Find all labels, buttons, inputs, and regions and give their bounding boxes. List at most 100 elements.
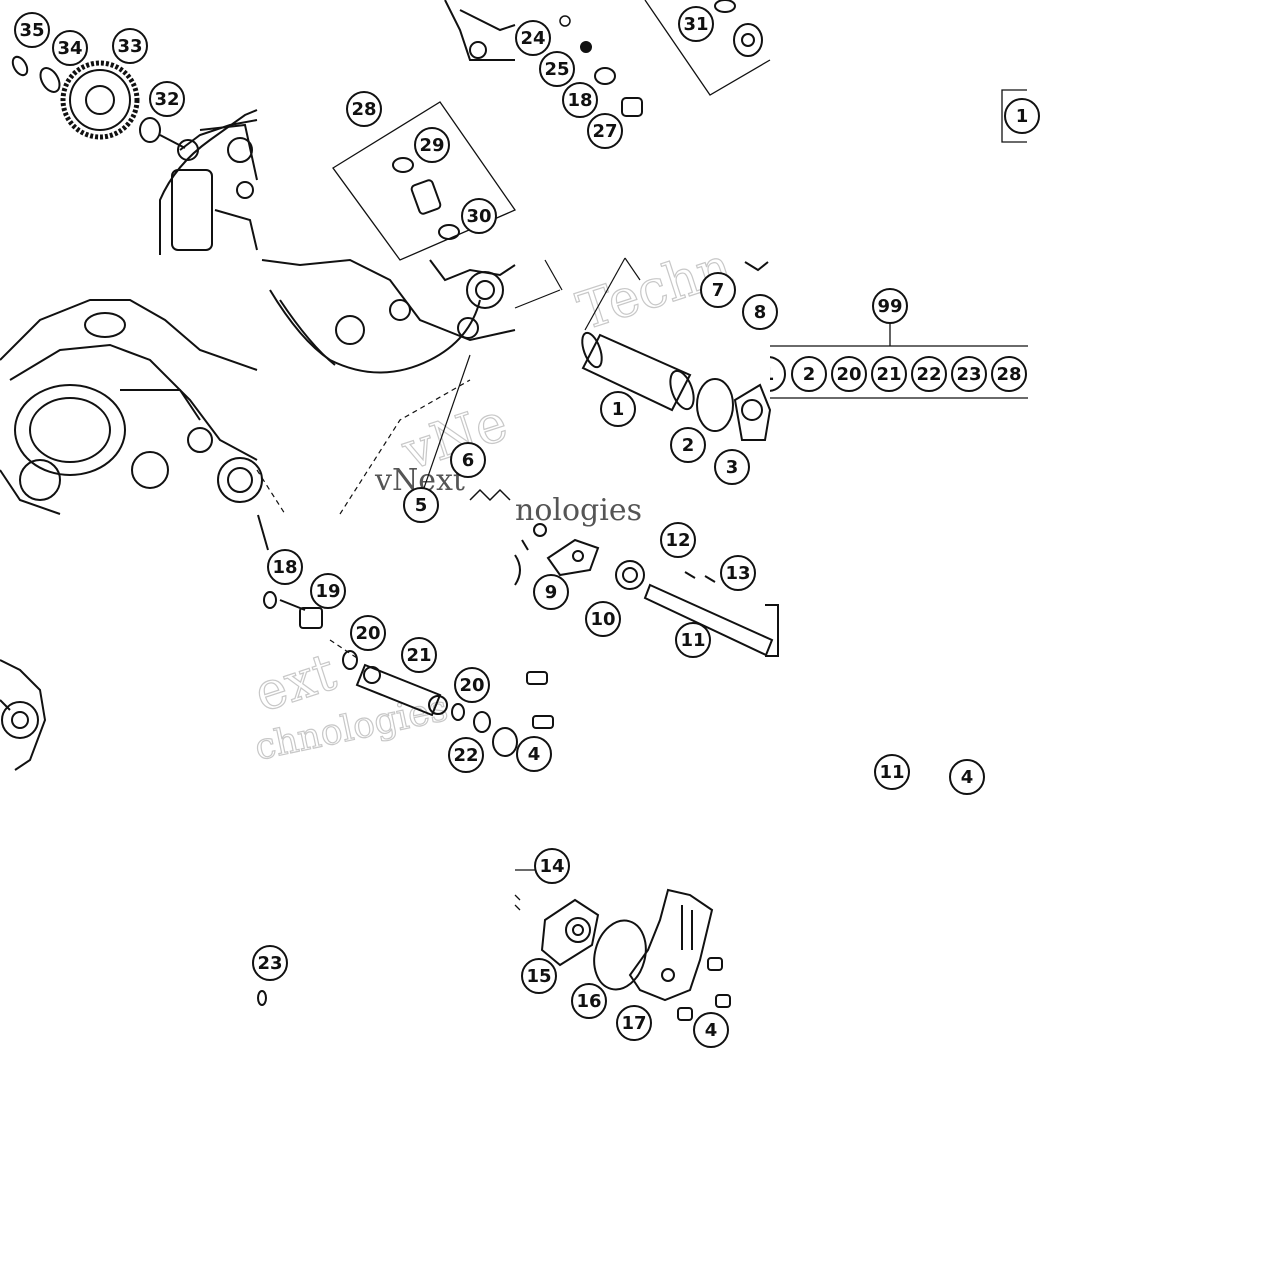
part-callout: 1 — [600, 391, 636, 427]
callout-circle — [403, 487, 439, 523]
part-callout: 10 — [585, 601, 621, 637]
part-callout: 34 — [52, 30, 88, 66]
callout-label: 25 — [544, 59, 569, 80]
line-art — [0, 0, 1028, 1021]
engine-case-upper — [159, 109, 258, 255]
callout-label: 3 — [726, 457, 739, 478]
part-callout: 6 — [450, 442, 486, 478]
callout-label: 17 — [621, 1013, 646, 1034]
callout-circle — [14, 12, 50, 48]
callout-circle — [346, 91, 382, 127]
callout-circle — [991, 356, 1027, 392]
callout-circle — [770, 356, 786, 392]
part-callout: 5 — [403, 487, 439, 523]
part-callout: 18 — [267, 549, 303, 585]
callout-circle — [539, 51, 575, 87]
callout-label: 30 — [466, 206, 491, 227]
group-member-callout: 28 — [991, 356, 1027, 392]
callout-label: 27 — [592, 121, 617, 142]
callout-circle — [516, 736, 552, 772]
callout-circle — [911, 356, 947, 392]
water-pump-drawing — [514, 523, 779, 729]
pump-cover-drawing — [514, 869, 731, 1021]
callout-label: 21 — [406, 645, 431, 666]
part-callout: 20 — [454, 667, 490, 703]
part-callout: 18 — [562, 82, 598, 118]
callout-circle — [149, 81, 185, 117]
part-callout: 25 — [539, 51, 575, 87]
callout-circle — [951, 356, 987, 392]
callout-circle — [700, 272, 736, 308]
callout-circle — [515, 20, 551, 56]
callout-label: 34 — [57, 38, 82, 59]
callout-circle — [534, 848, 570, 884]
callout-circle — [521, 958, 557, 994]
part-callout: 2 — [670, 427, 706, 463]
part-callout: 4 — [516, 736, 552, 772]
callout-circle — [587, 113, 623, 149]
callout-label: 2 — [682, 435, 695, 456]
part-callout: 1 — [1004, 98, 1040, 134]
callout-label: 23 — [956, 364, 981, 385]
callout-label: 5 — [415, 495, 428, 516]
callout-label: 1 — [762, 364, 775, 385]
crankcase-drawing — [0, 299, 286, 515]
callout-circle — [600, 391, 636, 427]
callout-circle — [874, 754, 910, 790]
plug-group — [332, 101, 516, 261]
callout-circle — [678, 6, 714, 42]
callout-label: 24 — [520, 28, 545, 49]
callout-label: 6 — [462, 450, 475, 471]
callout-label: 22 — [453, 745, 478, 766]
part-callout: 17 — [616, 1005, 652, 1041]
group-label-callout: 99 — [872, 288, 908, 324]
part-callout: 35 — [14, 12, 50, 48]
part-callout: 23 — [252, 945, 288, 981]
part-callout: 28 — [346, 91, 382, 127]
callout-label: 29 — [419, 135, 444, 156]
callout-label: 4 — [528, 744, 541, 765]
part-callout: 11 — [874, 754, 910, 790]
part-callout: 24 — [515, 20, 551, 56]
housing-top — [444, 0, 771, 117]
callout-circle — [461, 198, 497, 234]
part-callout: 3 — [714, 449, 750, 485]
watermark: Techn vNext vNe ext nologies chnologies — [247, 236, 740, 769]
gear-drawing — [11, 55, 186, 149]
callout-label: 1 — [1016, 106, 1029, 127]
callout-circle — [675, 622, 711, 658]
part-callout: 20 — [350, 615, 386, 651]
part-callout: 19 — [310, 573, 346, 609]
callout-label: 8 — [754, 302, 767, 323]
part-callout: 21 — [401, 637, 437, 673]
callout-circle — [252, 945, 288, 981]
callout-label: 20 — [836, 364, 861, 385]
callout-label: 35 — [19, 20, 44, 41]
part-callout: 4 — [693, 1012, 729, 1048]
callout-label: 15 — [526, 966, 551, 987]
callout-label: 21 — [876, 364, 901, 385]
group-member-callout: 20 — [831, 356, 867, 392]
part-callout: 22 — [448, 737, 484, 773]
callout-label: 32 — [154, 89, 179, 110]
part-callout: 8 — [742, 294, 778, 330]
callout-label: 18 — [567, 90, 592, 111]
callout-circle — [693, 1012, 729, 1048]
callout-circle — [831, 356, 867, 392]
part-callout: 9 — [533, 574, 569, 610]
callout-circle — [714, 449, 750, 485]
callout-label: 99 — [877, 296, 902, 317]
callout-label: 20 — [459, 675, 484, 696]
callout-circle — [872, 288, 908, 324]
callout-label: 28 — [996, 364, 1021, 385]
callout-label: 13 — [725, 563, 750, 584]
callout-circle — [562, 82, 598, 118]
part-callout: 15 — [521, 958, 557, 994]
shaft-assembly-drawing — [257, 514, 518, 757]
part-callout: 7 — [700, 272, 736, 308]
group-member-callout: 2 — [791, 356, 827, 392]
partial-seal — [257, 990, 267, 1006]
part-callout: 29 — [414, 127, 450, 163]
